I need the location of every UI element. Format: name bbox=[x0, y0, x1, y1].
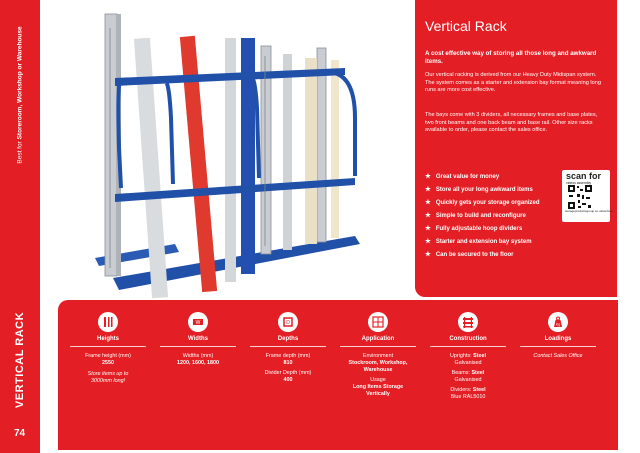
spec-finish: Galvanised bbox=[454, 377, 482, 384]
feature-text: Can be secured to the floor bbox=[435, 252, 514, 258]
specs-band: Heights Frame height (mm) 2550 Store ite… bbox=[58, 300, 618, 450]
feature-item: ★ Store all your long awkward items bbox=[425, 185, 540, 198]
feature-item: ★ Great value for money bbox=[425, 172, 540, 185]
spec-label: Environment bbox=[362, 353, 394, 359]
feature-text: Quickly gets your storage organized bbox=[435, 200, 540, 206]
feature-text: Great value for money bbox=[435, 174, 500, 180]
panel-title: Vertical Rack bbox=[425, 18, 507, 34]
spec-loadings: Kg Loadings Contact Sales Office bbox=[514, 300, 602, 450]
spec-note: Store items up to bbox=[87, 371, 129, 378]
spec-heading: Widths bbox=[188, 336, 208, 342]
section-title: VERTICAL RACK bbox=[14, 311, 26, 409]
scan-url: storageproductsgroup.co.uk/vertical bbox=[565, 209, 613, 213]
scan-title: scan for bbox=[566, 171, 602, 181]
spec-value: Steel bbox=[472, 387, 486, 394]
tag-prefix: Best for bbox=[16, 141, 24, 164]
spec-label: Frame height (mm) bbox=[85, 353, 131, 359]
feature-item: ★ Fully adjustable hoop dividers bbox=[425, 224, 540, 237]
spec-note: Contact Sales Office bbox=[533, 353, 583, 359]
height-icon bbox=[98, 312, 118, 332]
spec-finish: Galvanised bbox=[454, 360, 482, 367]
spec-value: 1200, 1600, 1800 bbox=[177, 360, 219, 367]
spec-finish: Blue RAL5010 bbox=[450, 394, 486, 401]
spec-value: 400 bbox=[283, 377, 293, 384]
spec-construction: Construction Uprights: Steel Galvanised … bbox=[424, 300, 512, 450]
svg-text:W: W bbox=[196, 320, 201, 326]
divider bbox=[340, 346, 416, 347]
star-icon: ★ bbox=[425, 238, 431, 245]
spec-heights: Heights Frame height (mm) 2550 Store ite… bbox=[64, 300, 152, 450]
rack-icon bbox=[368, 312, 388, 332]
star-icon: ★ bbox=[425, 225, 431, 232]
feature-item: ★ Simple to build and reconfigure bbox=[425, 211, 540, 224]
best-for-tagline: Best for Storeroom, Workshop or Warehous… bbox=[17, 26, 24, 163]
page-number: 74 bbox=[14, 428, 26, 439]
product-photo bbox=[95, 13, 360, 299]
star-icon: ★ bbox=[425, 212, 431, 219]
spec-note: 3000mm long! bbox=[90, 378, 126, 385]
spec-value: Long Items Storage bbox=[352, 384, 404, 391]
spec-label: Widths (mm) bbox=[182, 353, 214, 359]
feature-item: ★ Quickly gets your storage organized bbox=[425, 198, 540, 211]
sidebar: Best for Storeroom, Workshop or Warehous… bbox=[0, 0, 40, 453]
description-paragraph-1: Our vertical racking is derived from our… bbox=[425, 72, 601, 94]
spec-value: Steel bbox=[473, 353, 486, 359]
divider bbox=[160, 346, 236, 347]
description-paragraph-2: The bays come with 3 dividers, all neces… bbox=[425, 112, 598, 134]
feature-item: ★ Can be secured to the floor bbox=[425, 250, 540, 263]
spec-label: Usage bbox=[370, 377, 386, 384]
spec-value: 2550 bbox=[102, 360, 114, 367]
tag-bold: Storeroom, Workshop or Warehouse bbox=[16, 26, 24, 140]
qr-code-icon[interactable] bbox=[568, 185, 592, 209]
feature-text: Simple to build and reconfigure bbox=[435, 213, 526, 219]
star-icon: ★ bbox=[425, 173, 431, 180]
spec-heading: Heights bbox=[96, 336, 119, 342]
spec-label: Divider Depth (mm) bbox=[264, 370, 312, 377]
spec-heading: Construction bbox=[449, 336, 487, 342]
spec-label: Uprights: bbox=[450, 353, 474, 359]
construction-icon bbox=[458, 312, 478, 332]
qr-scan-box[interactable]: scan for videos assembly storageproducts… bbox=[562, 170, 613, 222]
svg-text:D: D bbox=[286, 320, 290, 326]
spec-value: Warehouse bbox=[363, 367, 393, 374]
spec-value: Steel bbox=[471, 370, 485, 377]
spec-heading: Loadings bbox=[544, 336, 572, 342]
info-panel: Vertical Rack A cost effective way of st… bbox=[415, 0, 617, 297]
spec-label: Beams: bbox=[451, 370, 472, 377]
spec-label: Frame depth (mm) bbox=[265, 353, 311, 359]
weight-icon: Kg bbox=[548, 312, 568, 332]
intro-text: A cost effective way of storing all thos… bbox=[425, 50, 597, 66]
star-icon: ★ bbox=[425, 186, 431, 193]
star-icon: ★ bbox=[425, 199, 431, 206]
width-icon: W bbox=[188, 312, 208, 332]
feature-list: ★ Great value for money ★ Store all your l… bbox=[425, 172, 540, 263]
feature-text: Store all your long awkward items bbox=[435, 187, 533, 193]
spec-heading: Depths bbox=[277, 336, 299, 342]
spec-heading: Application bbox=[361, 336, 395, 342]
spec-value: Vertically bbox=[366, 391, 390, 398]
divider bbox=[520, 346, 596, 347]
depth-icon: D bbox=[278, 312, 298, 332]
divider bbox=[70, 346, 146, 347]
spec-value: 810 bbox=[283, 360, 293, 367]
spec-value: Stockroom, Workshop, bbox=[348, 360, 408, 367]
star-icon: ★ bbox=[425, 251, 431, 258]
divider bbox=[430, 346, 506, 347]
scan-subtitle: videos assembly bbox=[566, 181, 592, 185]
spec-widths: W Widths Widths (mm) 1200, 1600, 1800 bbox=[154, 300, 242, 450]
feature-text: Fully adjustable hoop dividers bbox=[435, 226, 523, 232]
spec-application: Application Environment Stockroom, Works… bbox=[334, 300, 422, 450]
spec-depths: D Depths Frame depth (mm) 810 Divider De… bbox=[244, 300, 332, 450]
divider bbox=[250, 346, 326, 347]
feature-item: ★ Starter and extension bay system bbox=[425, 237, 540, 250]
svg-text:Kg: Kg bbox=[556, 323, 560, 327]
spec-label: Dividers: bbox=[450, 387, 473, 394]
feature-text: Starter and extension bay system bbox=[435, 239, 532, 245]
